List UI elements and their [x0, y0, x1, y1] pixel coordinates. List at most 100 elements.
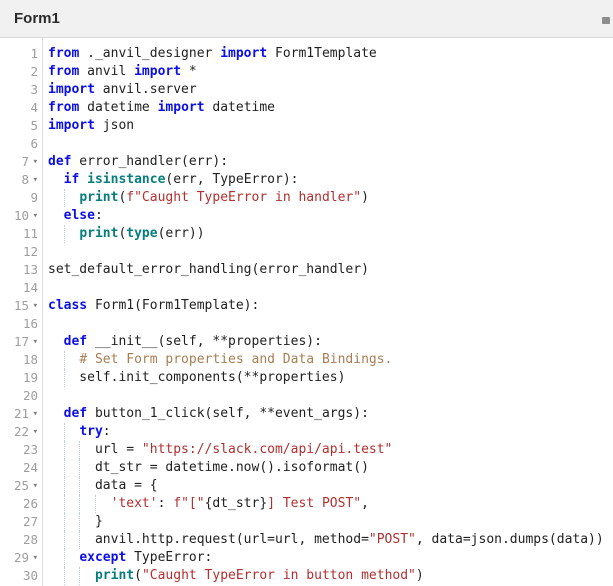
code-line-text[interactable]: import anvil.server	[48, 82, 197, 97]
code-line-text[interactable]: from datetime import datetime	[48, 100, 276, 115]
line-gutter: 26	[0, 495, 42, 513]
fold-arrow-icon[interactable]: ▾	[32, 211, 38, 221]
code-line[interactable]: 7▾ def error_handler(err):	[0, 153, 613, 171]
code-line[interactable]: 18 # Set Form properties and Data Bindin…	[0, 351, 613, 369]
code-line-text[interactable]: print("Caught TypeError in button method…	[42, 567, 613, 585]
line-gutter: 3	[0, 81, 42, 99]
drag-handle-icon[interactable]	[602, 17, 610, 24]
line-number: 24	[22, 460, 38, 475]
line-gutter: 13	[0, 261, 42, 279]
code-line[interactable]: 10▾ else:	[0, 207, 613, 225]
fold-arrow-icon[interactable]: ▾	[32, 481, 38, 491]
code-line[interactable]: 15▾class Form1(Form1Template):	[0, 297, 613, 315]
code-line[interactable]: 29▾ except TypeError:	[0, 549, 613, 567]
code-line[interactable]: 5 import json	[0, 117, 613, 135]
code-line[interactable]: 24 dt_str = datetime.now().isoformat()	[0, 459, 613, 477]
code-line-text[interactable]: else:	[63, 208, 103, 223]
indent-guide	[79, 495, 81, 513]
code-line[interactable]: 12	[0, 243, 613, 261]
code-line[interactable]: 16	[0, 315, 613, 333]
code-line-text[interactable]: class Form1(Form1Template):	[48, 298, 260, 313]
code-line-text[interactable]	[42, 243, 613, 261]
code-line-text[interactable]: set_default_error_handling(error_handler…	[48, 262, 369, 277]
code-line[interactable]: 13 set_default_error_handling(error_handl…	[0, 261, 613, 279]
code-line[interactable]: 6	[0, 135, 613, 153]
line-gutter: 5	[0, 117, 42, 135]
code-line-text[interactable]: # Set Form properties and Data Bindings.	[42, 351, 613, 369]
fold-arrow-icon[interactable]: ▾	[32, 157, 38, 167]
line-number: 21	[13, 406, 29, 421]
line-gutter: 19	[0, 369, 42, 387]
line-number: 22	[13, 424, 29, 439]
code-line[interactable]: 23 url = "https://slack.com/api/api.test…	[0, 441, 613, 459]
line-number: 10	[13, 208, 29, 223]
code-line-text[interactable]: def button_1_click(self, **event_args):	[63, 406, 369, 421]
code-line-text[interactable]: try:	[42, 423, 613, 441]
code-line[interactable]: 26 'text': f"["{dt_str}] Test POST",	[0, 495, 613, 513]
code-line-text[interactable]: if isinstance(err, TypeError):	[63, 172, 299, 187]
fold-arrow-icon[interactable]: ▾	[32, 553, 38, 563]
code-line[interactable]: 20	[0, 387, 613, 405]
line-gutter: 8▾	[0, 171, 42, 189]
code-line-text[interactable]: print(f"Caught TypeError in handler")	[42, 189, 613, 207]
fold-arrow-icon[interactable]: ▾	[32, 337, 38, 347]
code-line[interactable]: 30 print("Caught TypeError in button met…	[0, 567, 613, 585]
code-line-text[interactable]: 'text': f"["{dt_str}] Test POST",	[42, 495, 613, 513]
code-line[interactable]: 8▾ if isinstance(err, TypeError):	[0, 171, 613, 189]
code-line[interactable]: 25▾ data = {	[0, 477, 613, 495]
code-line-text[interactable]: def __init__(self, **properties):	[63, 334, 322, 349]
code-line[interactable]: 28 anvil.http.request(url=url, method="P…	[0, 531, 613, 549]
code-line-text[interactable]: url = "https://slack.com/api/api.test"	[48, 441, 393, 459]
code-line[interactable]: 9 print(f"Caught TypeError in handler")	[0, 189, 613, 207]
line-number: 3	[30, 82, 38, 97]
code-line[interactable]: 4 from datetime import datetime	[0, 99, 613, 117]
code-line-text[interactable]: anvil.http.request(url=url, method="POST…	[48, 531, 604, 549]
line-gutter: 17▾	[0, 333, 42, 351]
code-line-text[interactable]: def error_handler(err):	[48, 154, 229, 169]
code-line-text[interactable]: import json	[48, 118, 135, 133]
fold-arrow-icon[interactable]: ▾	[32, 175, 38, 185]
code-line[interactable]: 11 print(type(err))	[0, 225, 613, 243]
code-line-text[interactable]: self.init_components(**properties)	[48, 369, 346, 387]
line-gutter: 7▾	[0, 153, 42, 171]
line-gutter: 24	[0, 459, 42, 477]
line-number: 4	[30, 100, 38, 115]
line-gutter: 2	[0, 63, 42, 81]
code-line-text[interactable]	[42, 315, 613, 333]
code-line[interactable]: 17▾ def __init__(self, **properties):	[0, 333, 613, 351]
code-line-text[interactable]	[42, 387, 613, 405]
code-line-text[interactable]: print(type(err))	[42, 225, 613, 243]
code-line-text[interactable]	[42, 135, 613, 153]
indent-guide	[63, 495, 65, 513]
line-gutter: 21▾	[0, 405, 42, 423]
code-line[interactable]: 3 import anvil.server	[0, 81, 613, 99]
line-number: 14	[22, 280, 38, 295]
gutter-separator	[42, 38, 43, 586]
fold-arrow-icon[interactable]: ▾	[32, 301, 38, 311]
code-line[interactable]: 27 }	[0, 513, 613, 531]
code-line[interactable]: 21▾ def button_1_click(self, **event_arg…	[0, 405, 613, 423]
code-line-text[interactable]: from anvil import *	[48, 64, 197, 79]
code-line[interactable]: 19 self.init_components(**properties)	[0, 369, 613, 387]
code-line[interactable]: 2 from anvil import *	[0, 63, 613, 81]
line-gutter: 11	[0, 225, 42, 243]
code-line-text[interactable]: except TypeError:	[42, 549, 613, 567]
line-number: 11	[22, 226, 38, 241]
indent-guide	[63, 477, 65, 495]
code-line[interactable]: 22▾ try:	[0, 423, 613, 441]
code-line[interactable]: 14	[0, 279, 613, 297]
code-line-text[interactable]: data = {	[48, 477, 158, 495]
code-line-text[interactable]: dt_str = datetime.now().isoformat()	[48, 459, 369, 477]
code-line-text[interactable]: }	[48, 513, 103, 531]
line-gutter: 30	[0, 567, 42, 585]
code-line-text[interactable]	[42, 279, 613, 297]
line-gutter: 22▾	[0, 423, 42, 441]
fold-arrow-icon[interactable]: ▾	[32, 409, 38, 419]
line-gutter: 6	[0, 135, 42, 153]
code-line-text[interactable]: from ._anvil_designer import Form1Templa…	[48, 46, 377, 61]
fold-arrow-icon[interactable]: ▾	[32, 427, 38, 437]
line-gutter: 12	[0, 243, 42, 261]
